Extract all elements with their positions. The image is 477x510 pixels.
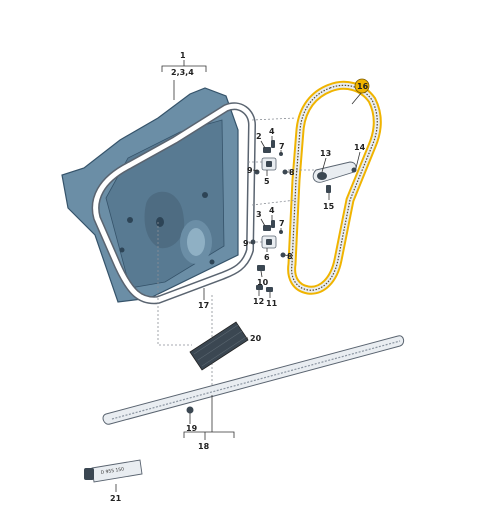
label-1: 1 (180, 51, 186, 60)
upper-hinge (254, 140, 288, 175)
label-9a: 9 (247, 166, 253, 175)
label-9b: 9 (243, 239, 249, 248)
callout-16: 16 (354, 78, 370, 94)
callout-labels: 1 2,3,4 16 2 4 7 9 5 8 3 4 7 9 6 8 10 12… (110, 51, 370, 503)
label-8b: 8 (287, 252, 293, 261)
label-13: 13 (320, 149, 331, 158)
adhesive-tube: D 955 150 (84, 459, 143, 483)
door-check-strap (312, 161, 357, 193)
foam-pad (189, 321, 249, 371)
label-14: 14 (354, 143, 366, 152)
tube-text: D 955 150 (100, 466, 124, 476)
label-21: 21 (110, 494, 122, 503)
label-2-3-4: 2,3,4 (171, 68, 194, 77)
label-19: 19 (186, 424, 198, 433)
label-3: 3 (256, 210, 262, 219)
sill-seal (102, 335, 405, 425)
label-12: 12 (253, 297, 264, 306)
label-10: 10 (257, 278, 269, 287)
label-15: 15 (323, 202, 335, 211)
label-11: 11 (266, 299, 278, 308)
label-2: 2 (256, 132, 262, 141)
label-7b: 7 (279, 219, 285, 228)
label-4a: 4 (269, 127, 275, 136)
label-17: 17 (198, 301, 209, 310)
window-frame-seal (91, 102, 256, 305)
label-6: 6 (264, 253, 270, 262)
label-8a: 8 (289, 168, 295, 177)
label-20: 20 (250, 334, 262, 343)
label-5: 5 (264, 177, 270, 186)
leader-lines (115, 60, 363, 492)
label-18: 18 (198, 442, 210, 451)
label-4b: 4 (269, 206, 275, 215)
door-seal-highlighted (287, 80, 382, 295)
label-16: 16 (357, 82, 369, 91)
label-7a: 7 (279, 142, 285, 151)
